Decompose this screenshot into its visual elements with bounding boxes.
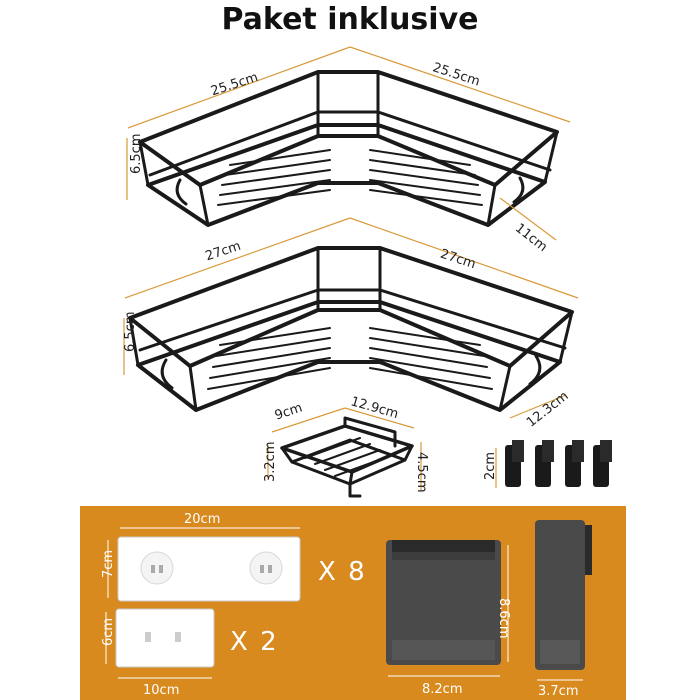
soap-dish-width: 9cm [273, 401, 304, 424]
dimension-lines-top [126, 46, 571, 241]
dimension-lines-pad-small [105, 612, 212, 679]
adhesive-pad-small [115, 608, 215, 668]
pad-large-height: 7cm [101, 550, 116, 578]
dimension-lines-pad-large [107, 527, 300, 598]
dimension-lines-dish [267, 407, 422, 490]
soap-dish-length: 12.9cm [349, 394, 400, 422]
bin-wide-height: 8.6cm [496, 598, 511, 639]
page-title: Paket inklusive [221, 2, 479, 37]
dimension-lines-bin-wide [388, 545, 509, 677]
bin-wide-width: 8.2cm [422, 682, 463, 697]
soap-dish-back-height: 4.5cm [414, 452, 429, 493]
pad-small-quantity: X 2 [230, 627, 279, 657]
bottom-rack-height: 6.5cm [123, 312, 138, 353]
adhesive-pad-large [117, 536, 301, 602]
bottom-rack-left-width: 27cm [204, 239, 243, 265]
dimension-lines-bottom [123, 217, 579, 419]
storage-bin-narrow [535, 520, 592, 670]
storage-bin-wide [386, 540, 501, 665]
top-rack-right-width: 25.5cm [431, 60, 482, 89]
corner-rack-bottom [128, 246, 574, 412]
top-rack-left-width: 25.5cm [209, 70, 260, 99]
hook-height: 2cm [483, 452, 498, 480]
corner-rack-top [138, 70, 559, 227]
soap-dish [280, 416, 414, 498]
pad-large-width: 20cm [184, 512, 220, 527]
pad-small-height: 6cm [101, 618, 116, 646]
pad-small-width: 10cm [143, 683, 179, 698]
hooks [505, 440, 612, 487]
bin-narrow-width: 3.7cm [538, 684, 579, 699]
pad-large-quantity: X 8 [318, 557, 367, 587]
top-rack-height: 6.5cm [129, 134, 144, 175]
soap-dish-front-height: 3.2cm [263, 442, 278, 483]
top-rack-depth: 11cm [512, 221, 550, 255]
